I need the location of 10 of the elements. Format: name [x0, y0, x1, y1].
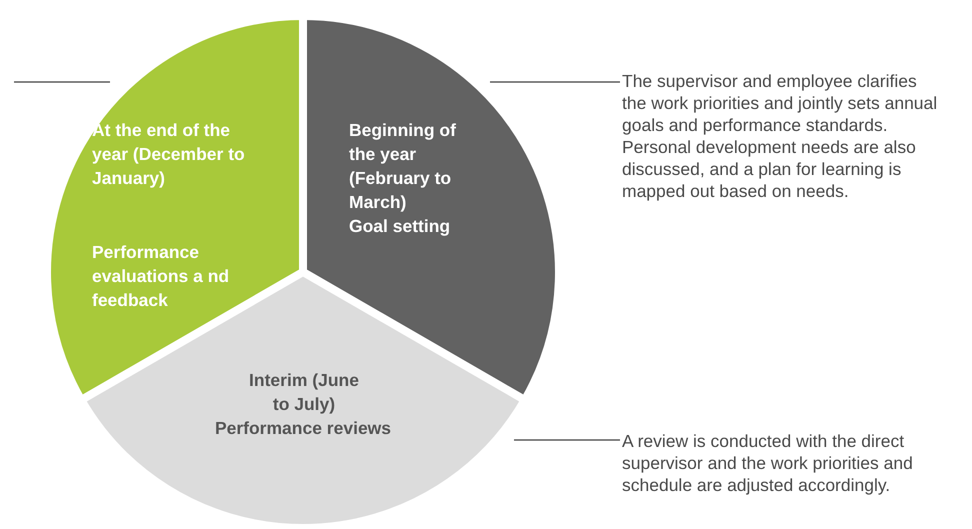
- period-label: Beginning of the year (February to March): [349, 119, 457, 214]
- leader-line: [490, 81, 620, 83]
- leader-line: [514, 439, 620, 441]
- phase-label: Goal setting: [349, 215, 452, 238]
- period-label: Interim (June to July): [248, 369, 360, 416]
- phase-label: Performance reviews: [214, 417, 392, 440]
- leader-line: [14, 81, 110, 83]
- description-text: The supervisor and employee clarifies the work priorities and jointly sets annual goals and performance standards. Personal development needs are also discussed, and a plan for learning is mapped out based on needs.: [622, 70, 938, 202]
- description-text: A review is conducted with the direct supervisor and the work priorities and schedule are adjusted accordingly.: [622, 430, 914, 496]
- phase-label: Performance evaluations a nd feedback: [92, 241, 230, 312]
